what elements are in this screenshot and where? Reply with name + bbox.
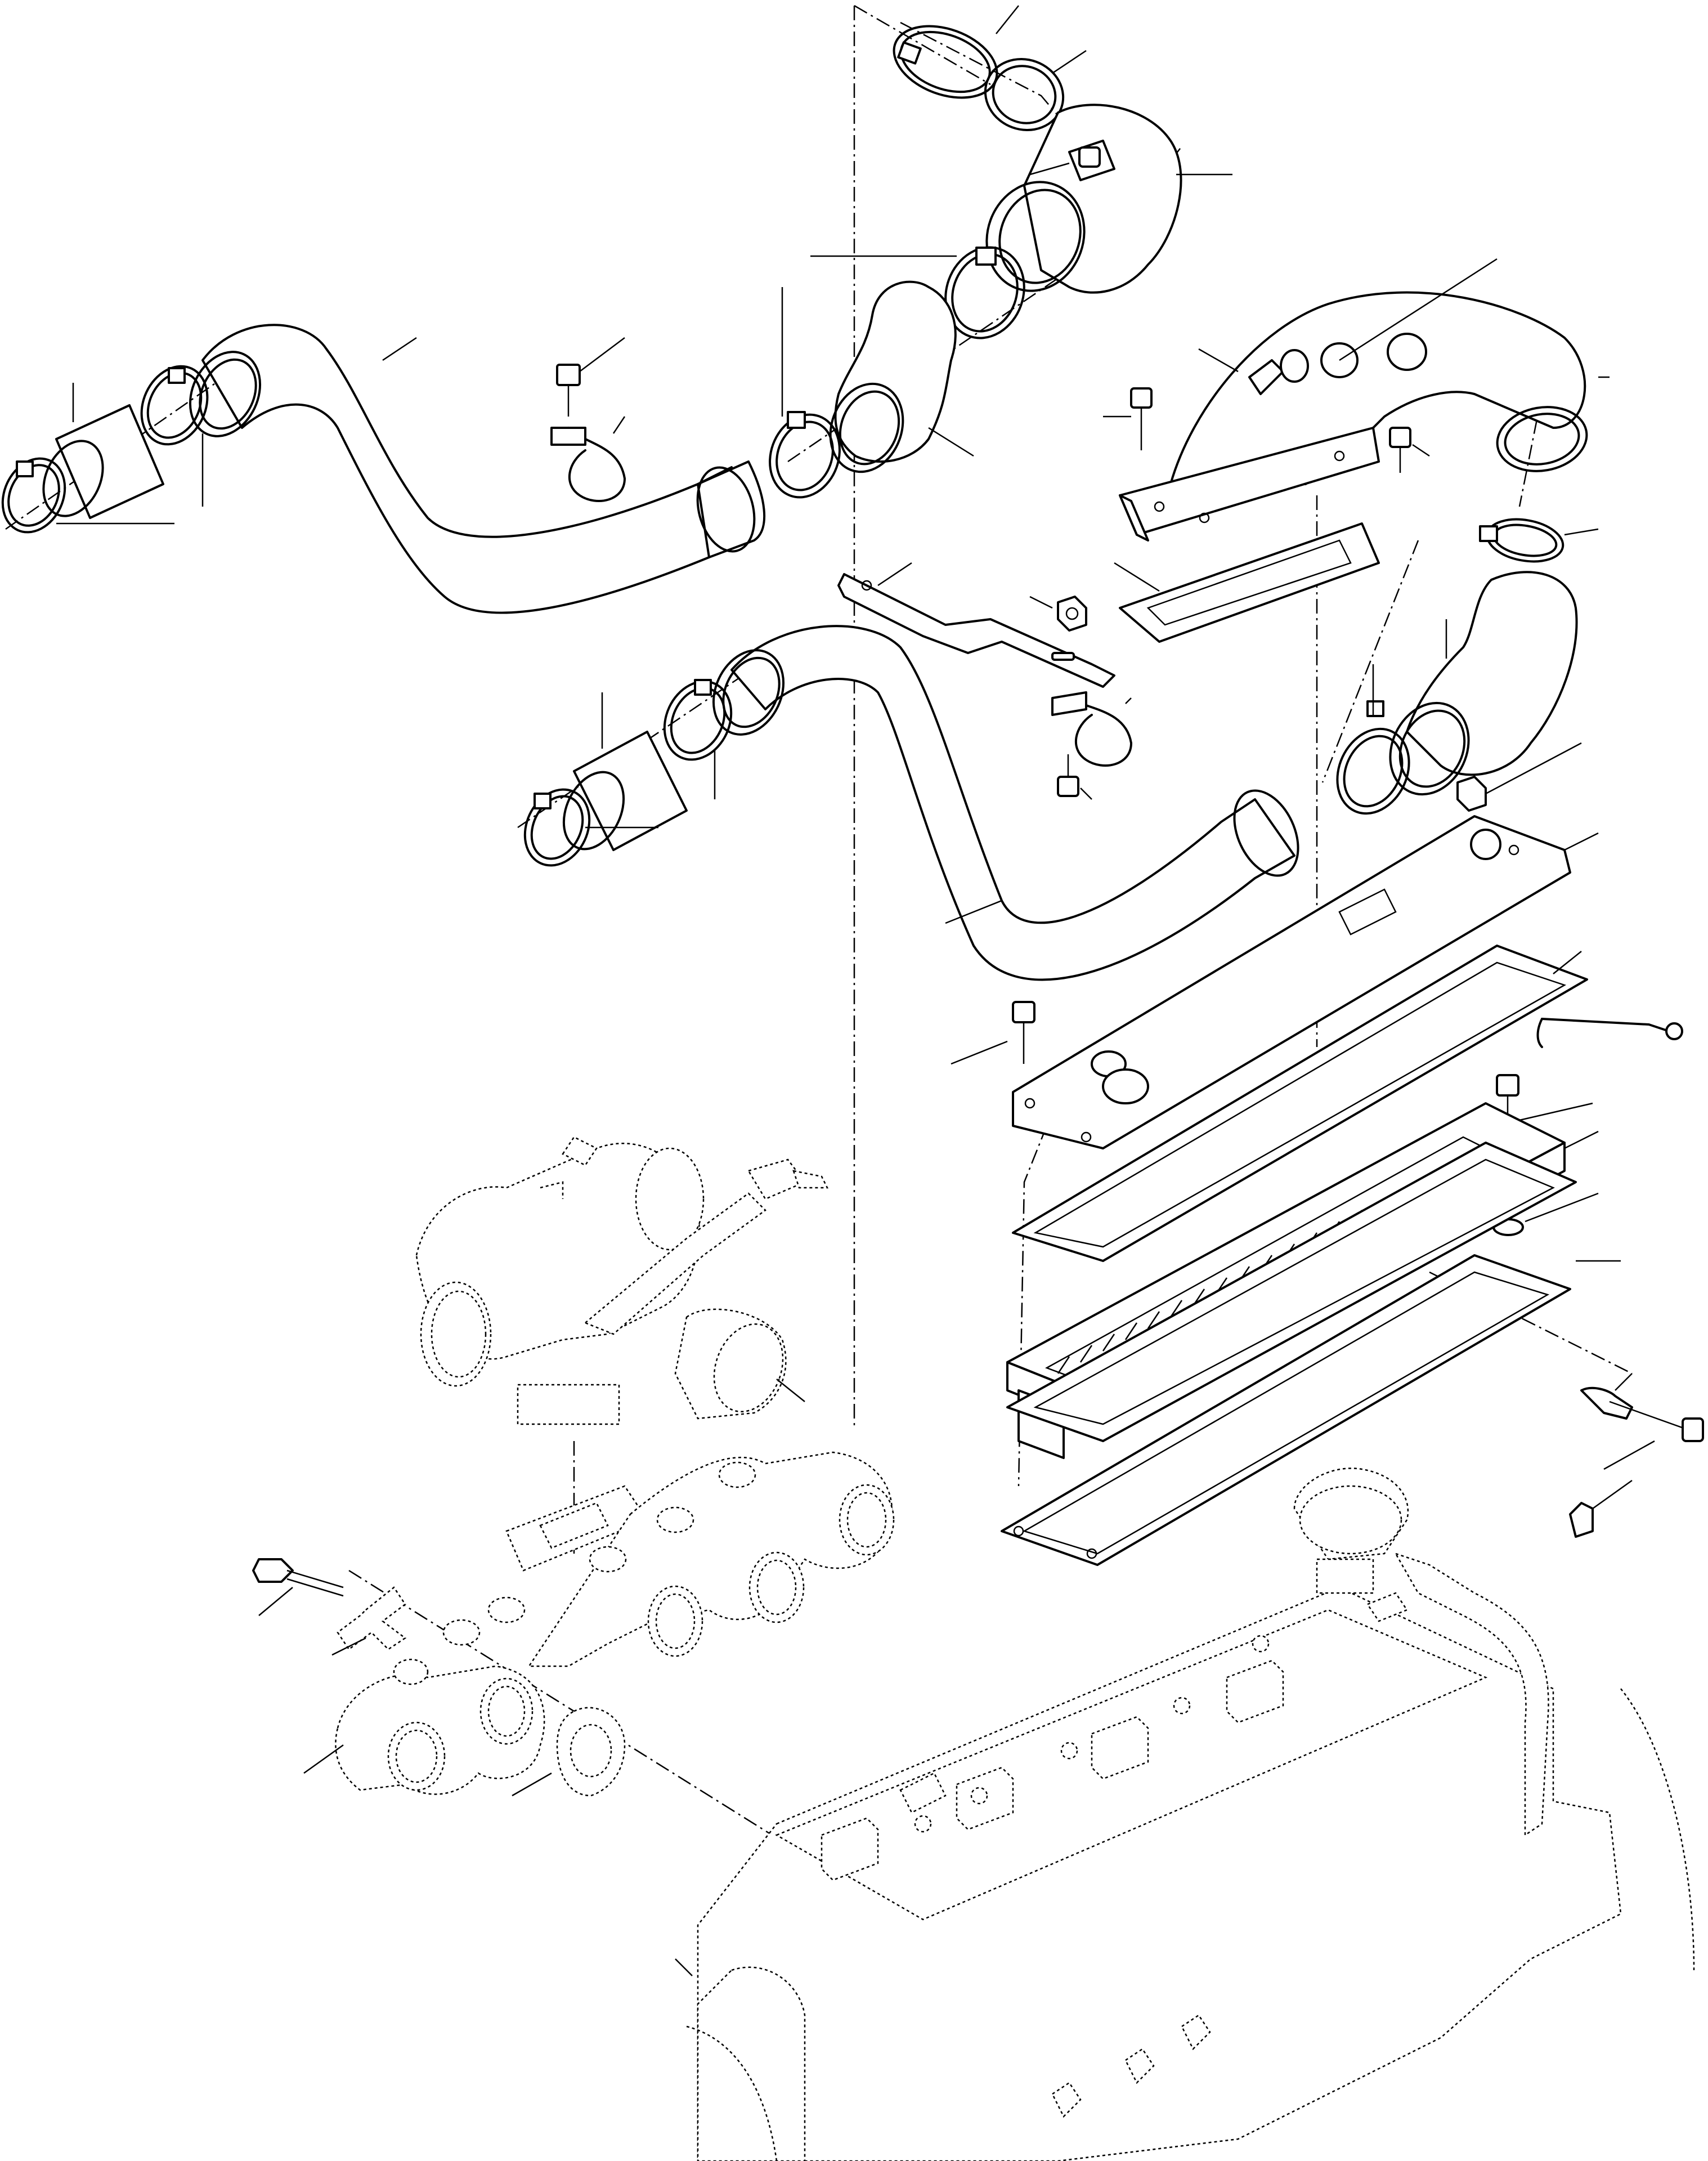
manifold-gasket xyxy=(1114,522,1380,643)
mid-clamp-a xyxy=(663,679,733,799)
plate-bolt xyxy=(951,1001,1035,1065)
plug-and-cover-plate xyxy=(1012,742,1599,1149)
engine-block xyxy=(675,1586,1695,2161)
center-axis-line xyxy=(853,5,991,1430)
dipstick xyxy=(1536,1018,1683,1048)
top-seal-ring xyxy=(984,50,1087,131)
gasket-1 xyxy=(1012,945,1588,1262)
exhaust-manifold xyxy=(303,1451,895,1795)
breather-assembly xyxy=(1293,1467,1549,1837)
left-s-tube xyxy=(189,324,766,614)
right-clamp-lower xyxy=(1336,664,1410,815)
top-hose-clamp xyxy=(893,5,1019,99)
bracket-nut-clamp xyxy=(1029,596,1132,800)
turbocharger xyxy=(415,1136,829,1425)
center-clamp xyxy=(769,287,841,499)
mid-clamp-b xyxy=(523,788,658,867)
manifold-stud-and-washer xyxy=(252,1558,407,1656)
p-clamp-upper xyxy=(550,337,626,502)
elbow-tube xyxy=(985,104,1232,294)
right-clamp-upper xyxy=(1479,518,1599,563)
upper-clamp-2 xyxy=(810,246,1025,339)
side-bolt-and-spacer xyxy=(1492,1074,1599,1236)
long-bolt-and-plug xyxy=(1569,1373,1704,1538)
left-clamp-b xyxy=(1,457,174,534)
intake-manifold xyxy=(1119,258,1610,542)
mid-sleeve xyxy=(562,692,688,851)
left-clamp-a xyxy=(140,365,209,507)
bottom-adapter-plate xyxy=(1001,1254,1571,1566)
center-s-tube xyxy=(712,625,1299,981)
center-bent-hose xyxy=(829,280,974,473)
manifold-bolts xyxy=(1103,387,1430,473)
exhaust-gasket xyxy=(512,1707,626,1797)
gasket-2 xyxy=(1006,1142,1621,1442)
right-bent-hose xyxy=(1389,571,1578,796)
mounting-bracket xyxy=(837,562,1115,688)
